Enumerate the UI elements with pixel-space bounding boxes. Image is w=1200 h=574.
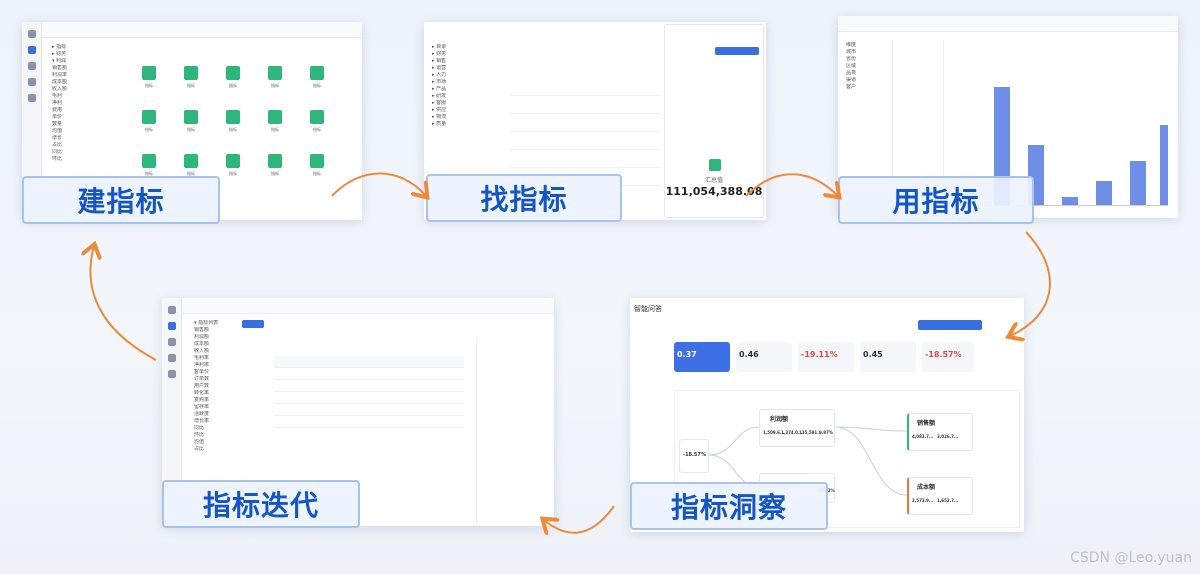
chart-bar — [1160, 125, 1168, 205]
stage-label-insight: 指标洞察 — [630, 482, 828, 530]
kpi-card: -18.57% — [922, 342, 974, 372]
find-folder-tree: ▸ 目录▸ 财务▸ 销售▸ 运营▸ 人力▸ 市场▸ 产品▸ 研发▸ 客服▸ 供应… — [432, 44, 447, 127]
iterate-sidebar — [162, 298, 182, 526]
arrow-find-to-use — [745, 173, 838, 196]
iterate-action-button[interactable] — [242, 320, 264, 328]
insight-query-button[interactable] — [918, 320, 982, 330]
arrow-iterate-to-build — [90, 246, 157, 361]
arrow-insight-to-iterate — [544, 505, 615, 533]
find-total-label: 汇总值 — [704, 177, 723, 184]
arrow-build-to-find — [331, 172, 426, 197]
find-detail-panel: 汇总值 111,054,388.08 — [664, 24, 764, 218]
iterate-property-panel — [476, 338, 546, 524]
use-bar-chart — [954, 46, 1168, 206]
kpi-card: -19.11% — [798, 342, 854, 372]
watermark: CSDN @Leo.yuan — [1070, 550, 1192, 566]
use-topbar — [838, 16, 1178, 32]
build-sidebar — [22, 22, 42, 220]
arrow-use-to-insight — [1010, 231, 1051, 336]
build-folder-tree: ▸ 指标▸ 财务▾ 利润 销售额 利润率 成本额 收入额 毛利 净利 费用 单价… — [52, 44, 68, 162]
find-detail-button[interactable] — [715, 47, 759, 55]
stage-label-find: 找指标 — [426, 174, 622, 222]
chart-bar — [1062, 197, 1078, 205]
use-config-panel — [892, 40, 944, 210]
iterate-metric-tree: ▾ 指标列表 销售额 利润额 成本额 收入额 毛利率 净利率 客单价 订单数 用… — [194, 320, 219, 452]
chart-bar — [1130, 161, 1146, 205]
kpi-card: 0.45 — [860, 342, 916, 372]
insight-kpi-row: 0.37 0.46 -19.11% 0.45 -18.57% — [674, 342, 974, 374]
tree-node-profit: 利润额 1,509.6... 1,374.0... 135,591... 9.8… — [759, 409, 835, 447]
stage-label-iterate: 指标迭代 — [162, 480, 360, 528]
use-field-list: 维度城市省份区域品类渠道客户 — [846, 42, 857, 90]
iterate-topbar — [182, 298, 554, 314]
tree-root-node: -18.57% — [679, 439, 709, 473]
tree-node-sales: 销售额 4,083.7... 3,026.7... — [907, 413, 973, 451]
tree-node-cost: 成本额 2,573.9... 1,652.7... — [907, 477, 973, 515]
chart-bar — [994, 87, 1010, 205]
build-topbar — [42, 22, 362, 38]
insight-title: 智能问答 — [634, 305, 662, 313]
kpi-card: 0.46 — [736, 342, 792, 372]
stage-label-use: 用指标 — [838, 176, 1034, 224]
kpi-card: 0.37 — [674, 342, 730, 372]
stage-label-build: 建指标 — [22, 176, 220, 224]
find-total-value: 111,054,388.08 — [665, 185, 763, 198]
tree-connectors — [708, 426, 908, 496]
find-total-icon — [709, 159, 721, 171]
chart-bar — [1096, 181, 1112, 205]
